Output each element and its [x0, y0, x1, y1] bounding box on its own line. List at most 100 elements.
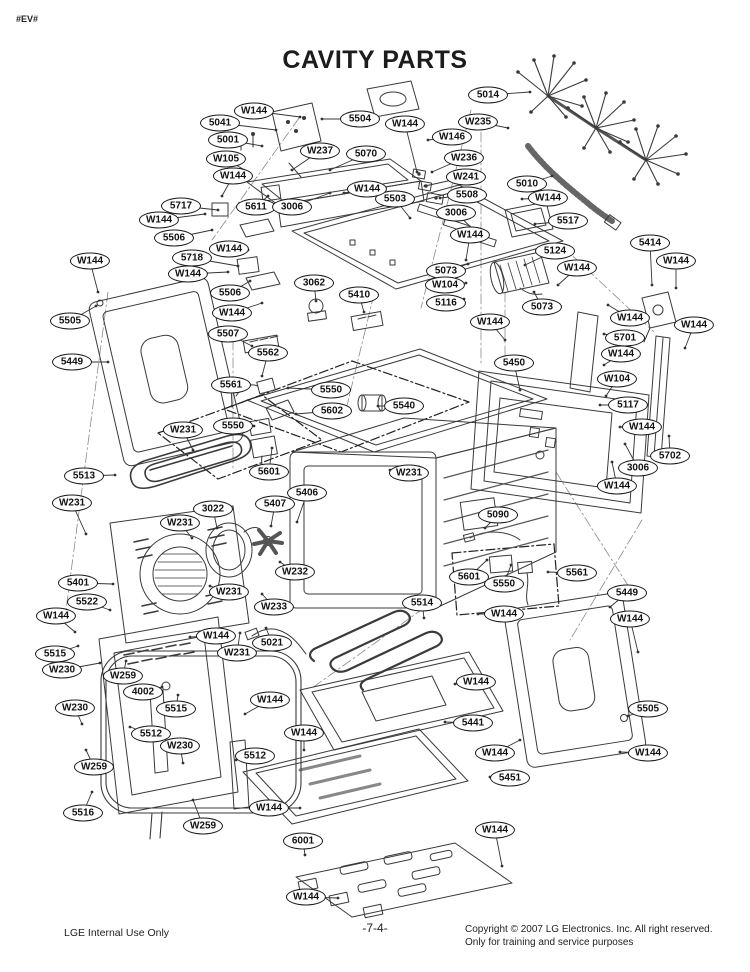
- part-callout-5611: 5611: [236, 198, 276, 216]
- part-callout-w144: W144: [483, 605, 525, 623]
- part-callout-w144: W144: [167, 265, 209, 283]
- part-callout-w230: W230: [159, 737, 201, 755]
- front-frame: [98, 616, 250, 815]
- part-callout-5506: 5506: [154, 229, 194, 247]
- part-callout-5014: 5014: [468, 86, 508, 104]
- part-callout-5021: 5021: [252, 634, 292, 652]
- part-callout-w144: W144: [556, 259, 598, 277]
- part-callout-w259: W259: [73, 758, 115, 776]
- part-callout-w259: W259: [102, 667, 144, 685]
- part-callout-5401: 5401: [58, 574, 98, 592]
- part-callout-3006: 3006: [618, 459, 658, 477]
- corner-tag: #EV#: [16, 14, 39, 24]
- part-callout-5515: 5515: [35, 645, 75, 663]
- terminal-blocks: [411, 168, 445, 205]
- part-callout-w144: W144: [346, 180, 388, 198]
- footer-copyright: Copyright © 2007 LG Electronics. Inc. Al…: [465, 924, 712, 949]
- part-callout-w104: W104: [424, 276, 466, 294]
- footer-internal-use: LGE Internal Use Only: [64, 927, 170, 939]
- part-callout-5451: 5451: [490, 769, 530, 787]
- part-callout-5561: 5561: [557, 564, 597, 582]
- part-callout-w144: W144: [211, 304, 253, 322]
- part-callout-w230: W230: [41, 661, 83, 679]
- part-callout-w144: W144: [283, 724, 325, 742]
- part-callout-5450: 5450: [494, 354, 534, 372]
- part-callout-w144: W144: [384, 115, 426, 133]
- part-callout-5601: 5601: [249, 463, 289, 481]
- part-callout-5718: 5718: [172, 249, 212, 267]
- part-callout-5449: 5449: [52, 353, 92, 371]
- part-callout-w241: W241: [445, 168, 487, 186]
- page-title: CAVITY PARTS: [282, 46, 468, 74]
- part-callout-5507: 5507: [208, 325, 248, 343]
- part-callout-5513: 5513: [64, 467, 104, 485]
- page-number: -7-4-: [362, 921, 388, 935]
- part-callout-w144: W144: [474, 744, 516, 762]
- part-callout-5701: 5701: [605, 329, 645, 347]
- part-callout-3006: 3006: [436, 204, 476, 222]
- part-callout-5406: 5406: [287, 484, 327, 502]
- part-callout-5561: 5561: [211, 376, 251, 394]
- left-insulation-panel: [88, 277, 244, 467]
- part-callout-5410: 5410: [339, 286, 379, 304]
- part-callout-5515: 5515: [156, 700, 196, 718]
- part-callout-5441: 5441: [453, 714, 493, 732]
- part-callout-5505: 5505: [628, 700, 668, 718]
- part-callout-5041: 5041: [200, 114, 240, 132]
- part-callout-w231: W231: [208, 583, 250, 601]
- part-callout-w144: W144: [208, 240, 250, 258]
- part-callout-3062: 3062: [294, 274, 334, 292]
- part-callout-w144: W144: [249, 691, 291, 709]
- part-callout-5010: 5010: [507, 175, 547, 193]
- part-callout-w144: W144: [469, 313, 511, 331]
- part-callout-w144: W144: [527, 189, 569, 207]
- footer-copyright-line1: Copyright © 2007 LG Electronics. Inc. Al…: [465, 924, 713, 935]
- side-brackets: [211, 202, 384, 354]
- part-callout-5540: 5540: [384, 397, 424, 415]
- part-callout-5449: 5449: [607, 584, 647, 602]
- part-callout-5717: 5717: [161, 197, 201, 215]
- part-callout-3022: 3022: [193, 500, 233, 518]
- part-callout-5702: 5702: [650, 447, 690, 465]
- part-callout-w144: W144: [449, 226, 491, 244]
- part-callout-w144: W144: [455, 673, 497, 691]
- part-callout-w144: W144: [621, 418, 663, 436]
- oven-cavity: [289, 417, 557, 609]
- part-callout-5124: 5124: [535, 242, 575, 260]
- part-callout-5550: 5550: [213, 417, 253, 435]
- part-callout-w144: W144: [233, 102, 275, 120]
- part-callout-5514: 5514: [402, 594, 442, 612]
- part-callout-w144: W144: [673, 316, 715, 334]
- part-callout-5117: 5117: [608, 396, 648, 414]
- part-callout-5512: 5512: [235, 747, 275, 765]
- part-callout-w105: W105: [205, 150, 247, 168]
- footer-copyright-line2: Only for training and service purposes: [465, 936, 634, 948]
- mid-panel: [246, 348, 548, 453]
- part-callout-w231: W231: [216, 644, 258, 662]
- thermostat-sensors: [235, 377, 533, 606]
- part-callout-5504: 5504: [340, 110, 380, 128]
- part-callout-5001: 5001: [208, 131, 248, 149]
- part-callout-w144: W144: [655, 252, 697, 270]
- right-insulation-panel: [503, 592, 647, 768]
- part-callout-3006: 3006: [272, 198, 312, 216]
- part-callout-w146: W146: [431, 128, 473, 146]
- part-callout-w144: W144: [609, 309, 651, 327]
- part-callout-5506: 5506: [210, 284, 250, 302]
- part-callout-4002: 4002: [123, 683, 163, 701]
- part-callout-5602: 5602: [312, 402, 352, 420]
- part-callout-5073: 5073: [522, 298, 562, 316]
- part-callout-w144: W144: [248, 799, 290, 817]
- part-callout-5070: 5070: [346, 145, 386, 163]
- broil-element: [129, 433, 252, 490]
- part-callout-5505: 5505: [50, 312, 90, 330]
- convection-fan-blade: [252, 528, 284, 556]
- wire-harness: [516, 54, 688, 231]
- part-callout-w231: W231: [159, 514, 201, 532]
- part-callout-w259: W259: [182, 817, 224, 835]
- part-callout-5116: 5116: [426, 294, 466, 312]
- part-callout-w144: W144: [627, 744, 669, 762]
- part-callout-w236: W236: [443, 149, 485, 167]
- fan-ring: [205, 522, 259, 578]
